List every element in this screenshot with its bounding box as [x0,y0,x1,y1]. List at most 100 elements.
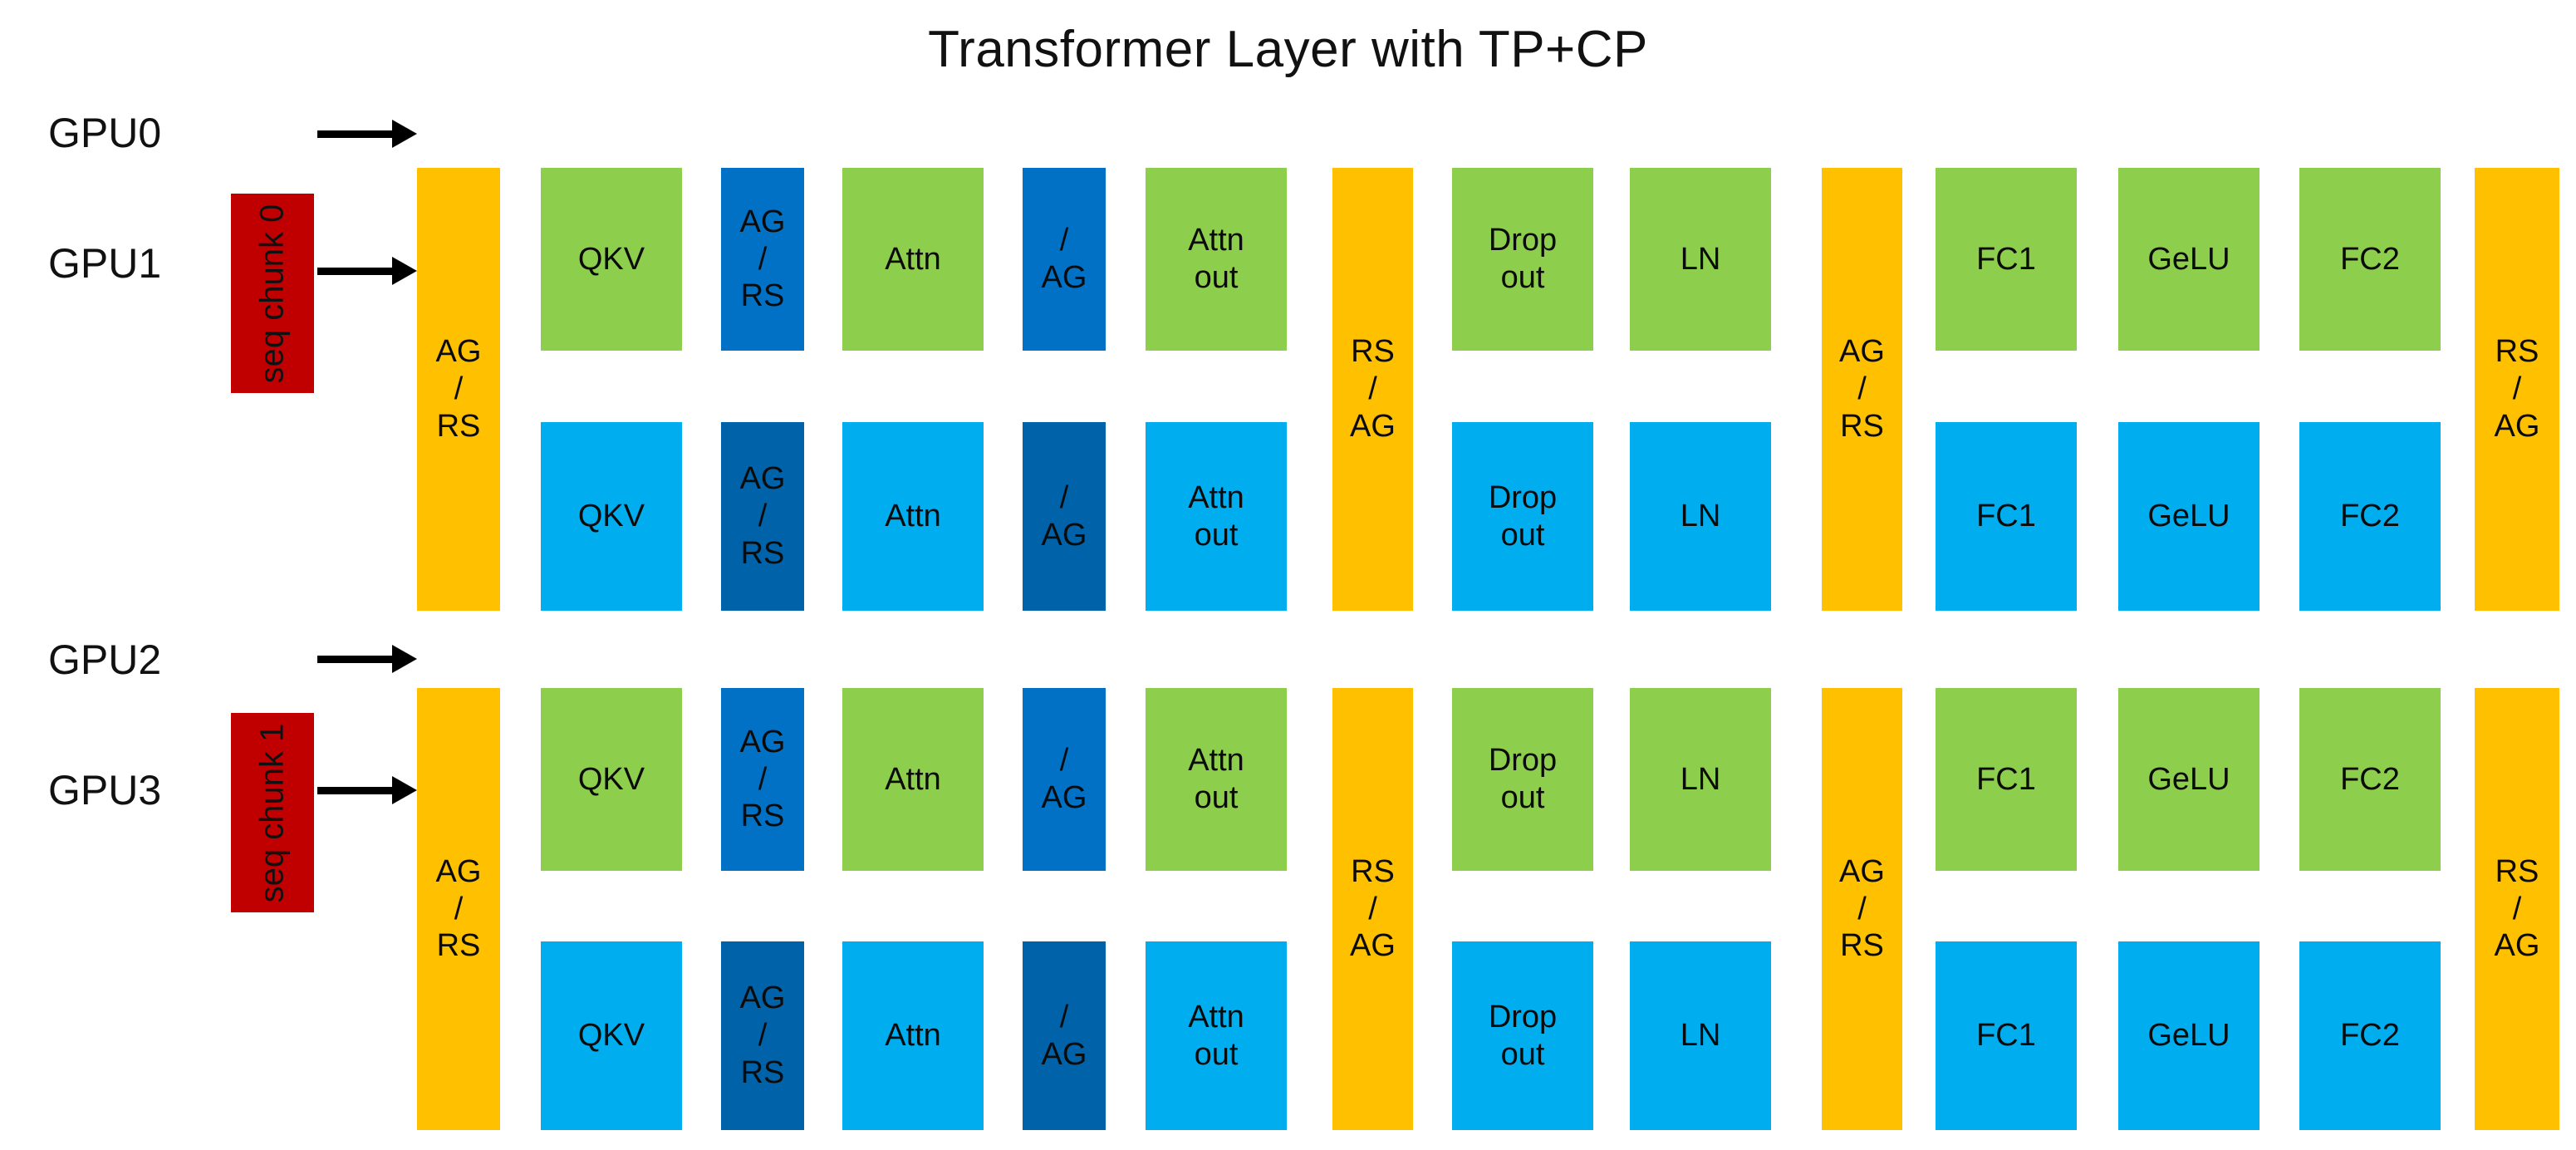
block-label-line: AG [1041,1036,1087,1072]
block-label-line: / [454,891,464,926]
block-label-line: QKV [577,1018,645,1054]
block-label-line: RS [2495,853,2539,889]
block-label-line: AG [2494,408,2540,444]
block-label-line: RS [1840,928,1884,964]
block-label-line: Attn [885,1018,941,1054]
block-label-line: LN [1680,761,1721,797]
block-label-line: Drop [1488,743,1558,779]
collective-rs-ag-attn-1: RS/AG [1332,688,1413,1130]
block-label-line: AG [1041,780,1087,815]
gpu-label-gpu0: GPU0 [48,110,162,156]
block-label-line: FC2 [2340,1018,2400,1054]
seq-chunk-block-0: seq chunk 0 [231,194,314,393]
block-attn-0-top: Attn [842,168,984,351]
block-label-line: / [454,371,464,407]
block-ag-rs-qkv-1-top: AG/RS [721,688,804,871]
block-label-line: / [1368,371,1377,407]
gpu-label-gpu3: GPU3 [48,767,162,813]
seq-chunk-block-1: seq chunk 1 [231,713,314,912]
block-label-line: GeLU [2147,499,2230,534]
block-label-line: AG [739,980,786,1016]
block-fc2-1-bottom: FC2 [2299,941,2441,1130]
block-fc1-1-bottom: FC1 [1936,941,2077,1130]
arrow-shaft [317,130,394,138]
block-label-line: Attn [1188,479,1244,515]
block-slash-ag-1-top: /AG [1023,688,1106,871]
block-gelu-1-bottom: GeLU [2118,941,2260,1130]
block-slash-ag-0-top: /AG [1023,168,1106,351]
collective-rs-ag-output-1: RS/AG [2475,688,2559,1130]
block-label-line: out [1194,260,1239,295]
block-label-line: QKV [577,761,645,797]
page-title: Transformer Layer with TP+CP [928,21,1648,78]
block-label-line: FC2 [2340,499,2400,534]
block-label-line: AG [1350,408,1396,444]
block-attn-1-top: Attn [842,688,984,871]
block-label-line: RS [740,535,785,571]
block-label-line: Drop [1488,479,1558,515]
block-label-line: out [1194,780,1239,815]
block-label-line: / [1857,891,1867,926]
block-label-line: / [1059,999,1069,1035]
block-qkv-1-bottom: QKV [541,941,682,1130]
block-label-line: QKV [577,241,645,277]
block-fc2-0-bottom: FC2 [2299,422,2441,611]
block-qkv-0-bottom: QKV [541,422,682,611]
block-label-line: FC2 [2340,241,2400,277]
arrow-shaft [317,787,394,794]
block-label-line: FC1 [1976,499,2036,534]
block-label-line: AG [739,204,786,239]
block-label-line: out [1500,260,1545,295]
block-ln-1-bottom: LN [1630,941,1771,1130]
block-label-line: out [1194,1036,1239,1072]
arrow-head [392,120,417,148]
block-label-line: AG [2494,928,2540,964]
block-label-line: GeLU [2147,241,2230,277]
block-fc2-0-top: FC2 [2299,168,2441,351]
block-attn-1-bottom: Attn [842,941,984,1130]
block-slash-ag-1-bottom: /AG [1023,941,1106,1130]
block-label-line: / [2512,891,2522,926]
block-label-line: / [758,761,768,797]
seq-chunk-label: seq chunk 0 [253,204,291,383]
block-label-line: / [1368,891,1377,926]
block-label-line: AG [435,334,482,370]
block-label-line: AG [739,461,786,497]
block-label-line: / [1059,743,1069,779]
block-label-line: AG [435,853,482,889]
collective-ag-rs-input-1: AG/RS [417,688,500,1130]
block-gelu-1-top: GeLU [2118,688,2260,871]
block-qkv-1-top: QKV [541,688,682,871]
block-gelu-0-top: GeLU [2118,168,2260,351]
block-fc1-0-top: FC1 [1936,168,2077,351]
block-label-line: / [758,499,768,534]
block-qkv-0-top: QKV [541,168,682,351]
block-label-line: GeLU [2147,761,2230,797]
block-label-line: AG [1041,260,1087,295]
block-label-line: RS [740,799,785,834]
block-label-line: Drop [1488,999,1558,1035]
block-label-line: / [758,1018,768,1054]
block-label-line: LN [1680,499,1721,534]
block-label-line: RS [2495,334,2539,370]
block-ln-0-top: LN [1630,168,1771,351]
block-label-line: Attn [1188,223,1244,258]
block-label-line: Drop [1488,223,1558,258]
block-attn-0-bottom: Attn [842,422,984,611]
block-label-line: Attn [1188,743,1244,779]
arrow-shaft [317,656,394,663]
collective-ag-rs-mlp-0: AG/RS [1822,168,1902,611]
block-label-line: / [2512,371,2522,407]
block-label-line: out [1500,780,1545,815]
block-label-line: RS [1840,408,1884,444]
collective-ag-rs-input-0: AG/RS [417,168,500,611]
arrow-head [392,776,417,804]
block-label-line: FC1 [1976,241,2036,277]
block-label-line: LN [1680,241,1721,277]
